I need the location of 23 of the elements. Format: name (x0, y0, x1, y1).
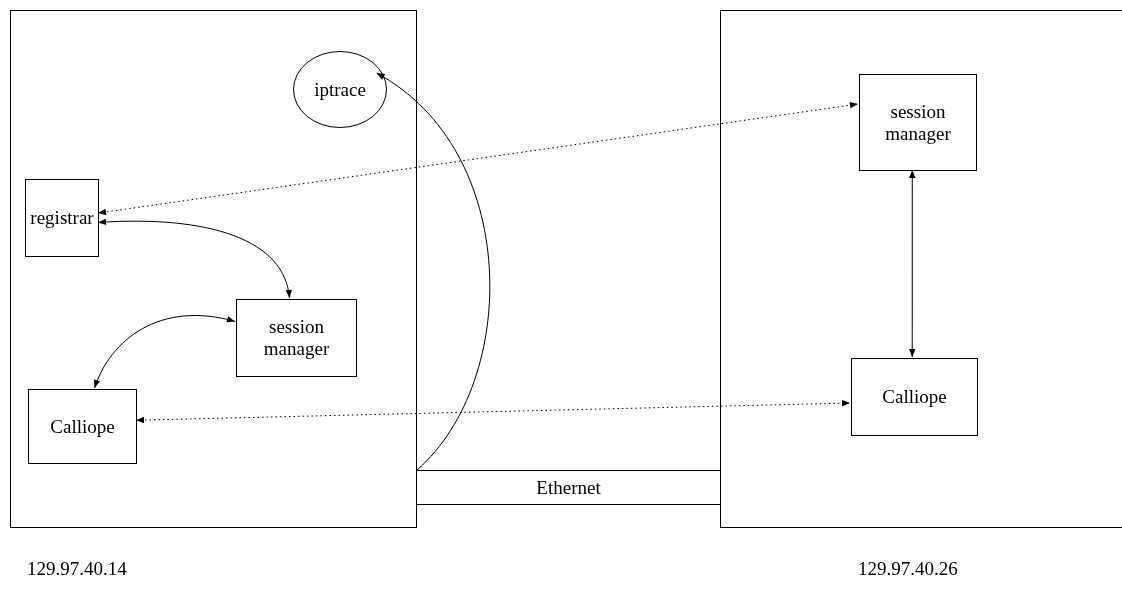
computer-box (720, 10, 1122, 528)
process-box (25, 179, 99, 257)
process-box (851, 358, 978, 436)
ip-address-label: 129.97.40.26 (858, 558, 958, 580)
arrow (909, 169, 916, 358)
process-label: iptrace (314, 78, 366, 101)
ip-address-label: 129.97.40.14 (27, 558, 127, 580)
process-ellipse (293, 51, 387, 128)
process-box (28, 389, 137, 464)
dotted-arrow (135, 400, 851, 424)
process-label: registrar (30, 207, 94, 229)
network-label: Ethernet (536, 476, 601, 499)
process-label: Calliope (882, 386, 947, 408)
network-band (417, 470, 720, 505)
dotted-arrow (97, 102, 859, 216)
arrow (97, 218, 292, 299)
process-label: session manager (262, 316, 331, 360)
arrow (94, 315, 236, 389)
process-box (859, 74, 977, 171)
process-label: Calliope (50, 415, 115, 438)
process-label: session manager (884, 100, 952, 145)
computer-box (10, 10, 417, 528)
process-box (236, 299, 357, 377)
